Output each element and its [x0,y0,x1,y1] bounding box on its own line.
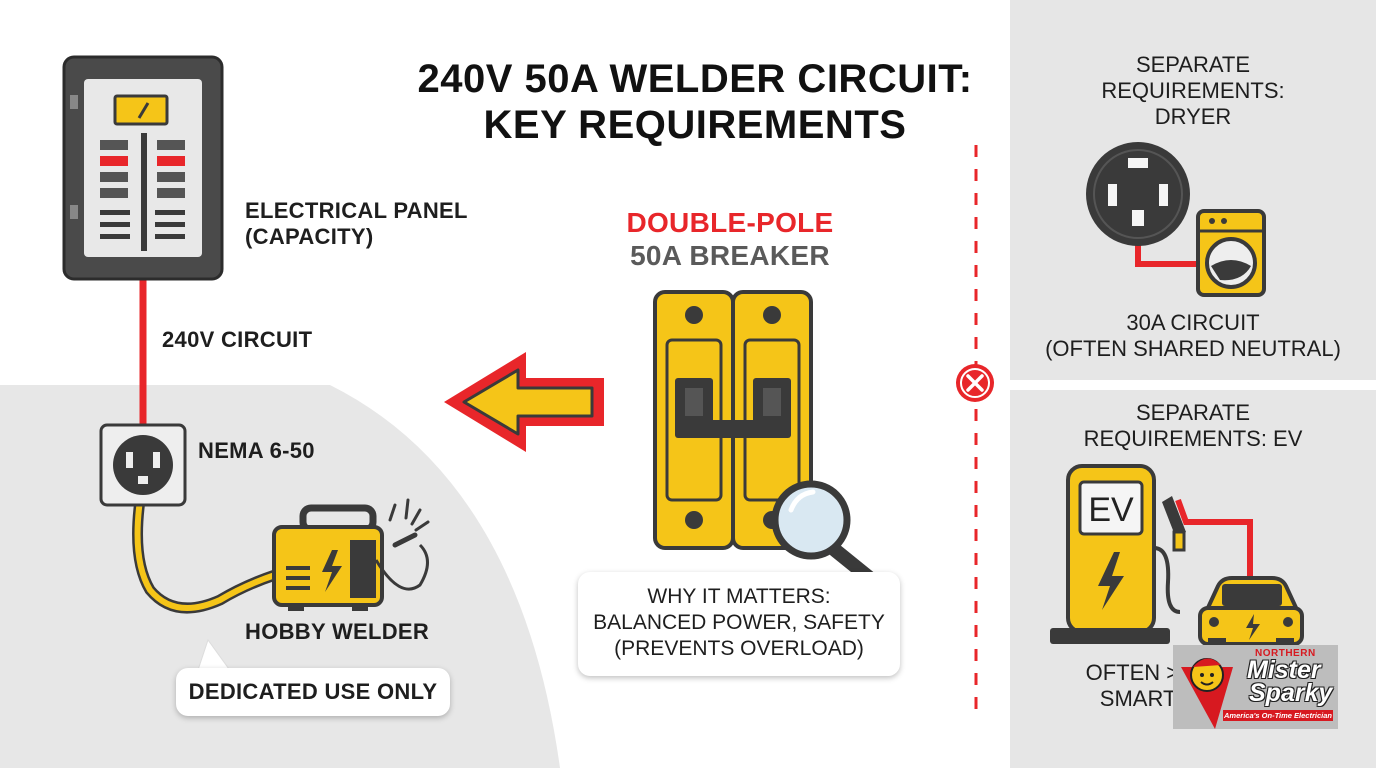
double-pole-breaker-icon [653,290,884,588]
dryer-icon [1196,209,1266,297]
electrical-panel-icon [62,55,224,281]
dryer-receptacle-icon [1086,142,1190,246]
dedicated-use-note: DEDICATED USE ONLY [176,668,450,716]
why-it-matters-note: WHY IT MATTERS: BALANCED POWER, SAFETY (… [578,572,900,676]
welder-label: HOBBY WELDER [245,619,430,644]
dryer-caption: 30A CIRCUIT (OFTEN SHARED NEUTRAL) [1045,310,1341,361]
dedicated-bubble-tail [195,638,235,676]
dryer-illustration [1086,142,1266,297]
left-illustration [62,55,430,614]
breaker-heading: DOUBLE-POLE 50A BREAKER [626,207,834,271]
no-mix-x-icon [956,364,994,402]
welder-icon [272,498,430,611]
circuit-label: 240V CIRCUIT [162,327,313,352]
receptacle-icon [99,423,187,507]
welder-cord-icon [132,494,281,614]
ev-station-text: EV [1088,491,1134,529]
mister-sparky-logo: NORTHERN Mister Sparky America's On-Time… [1173,645,1338,729]
receptacle-label: NEMA 6-50 [198,438,315,463]
ev-charging-station-icon [1050,464,1186,644]
right-panel-top [1010,0,1376,380]
panel-label: ELECTRICAL PANEL (CAPACITY) [245,198,468,249]
dryer-heading: SEPARATE REQUIREMENTS: DRYER [1101,52,1285,129]
page-title: 240V 50A WELDER CIRCUIT: KEY REQUIREMENT… [417,57,973,147]
ev-illustration [1050,464,1304,652]
arrow-left-icon [444,352,604,452]
ev-heading: SEPARATE REQUIREMENTS: EV [1083,400,1303,451]
magnifying-glass-icon [771,480,884,588]
electric-car-icon [1198,576,1304,652]
